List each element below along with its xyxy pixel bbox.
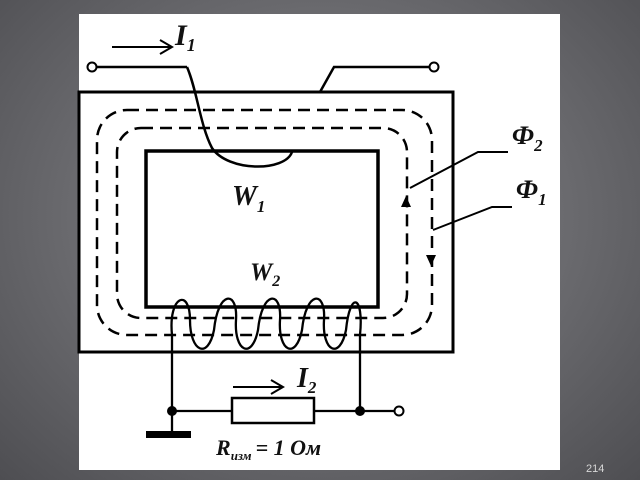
ground-symbol <box>146 431 191 438</box>
label-winding2: W2 <box>250 259 280 290</box>
junction-right <box>355 406 365 416</box>
flux-path-outer <box>95 108 434 337</box>
flux-path-inner <box>115 126 409 320</box>
label-current1: I1 <box>174 19 196 55</box>
terminal-right-bottom <box>393 405 405 417</box>
label-resistor: Rизм= 1 Ом <box>215 435 321 463</box>
current1-arrow <box>112 39 174 55</box>
terminal-left-top <box>86 61 98 73</box>
flux1-leader <box>432 206 512 231</box>
flux1-arrow-down <box>426 255 436 266</box>
label-flux1: Ф1 <box>516 175 547 209</box>
primary-winding <box>86 61 440 168</box>
label-winding1: W1 <box>232 181 265 216</box>
secondary-winding-coil <box>170 297 362 350</box>
core-window <box>144 149 380 309</box>
terminal-right-top <box>428 61 440 73</box>
slide-panel <box>79 14 560 470</box>
label-flux2: Ф2 <box>512 121 543 155</box>
resistor <box>230 396 316 425</box>
secondary-circuit <box>146 335 405 438</box>
page-number: 214 <box>586 463 605 475</box>
flux2-arrow-up <box>401 196 411 207</box>
current2-arrow <box>233 379 285 395</box>
flux2-leader <box>409 151 508 189</box>
label-current2: I2 <box>296 363 317 397</box>
